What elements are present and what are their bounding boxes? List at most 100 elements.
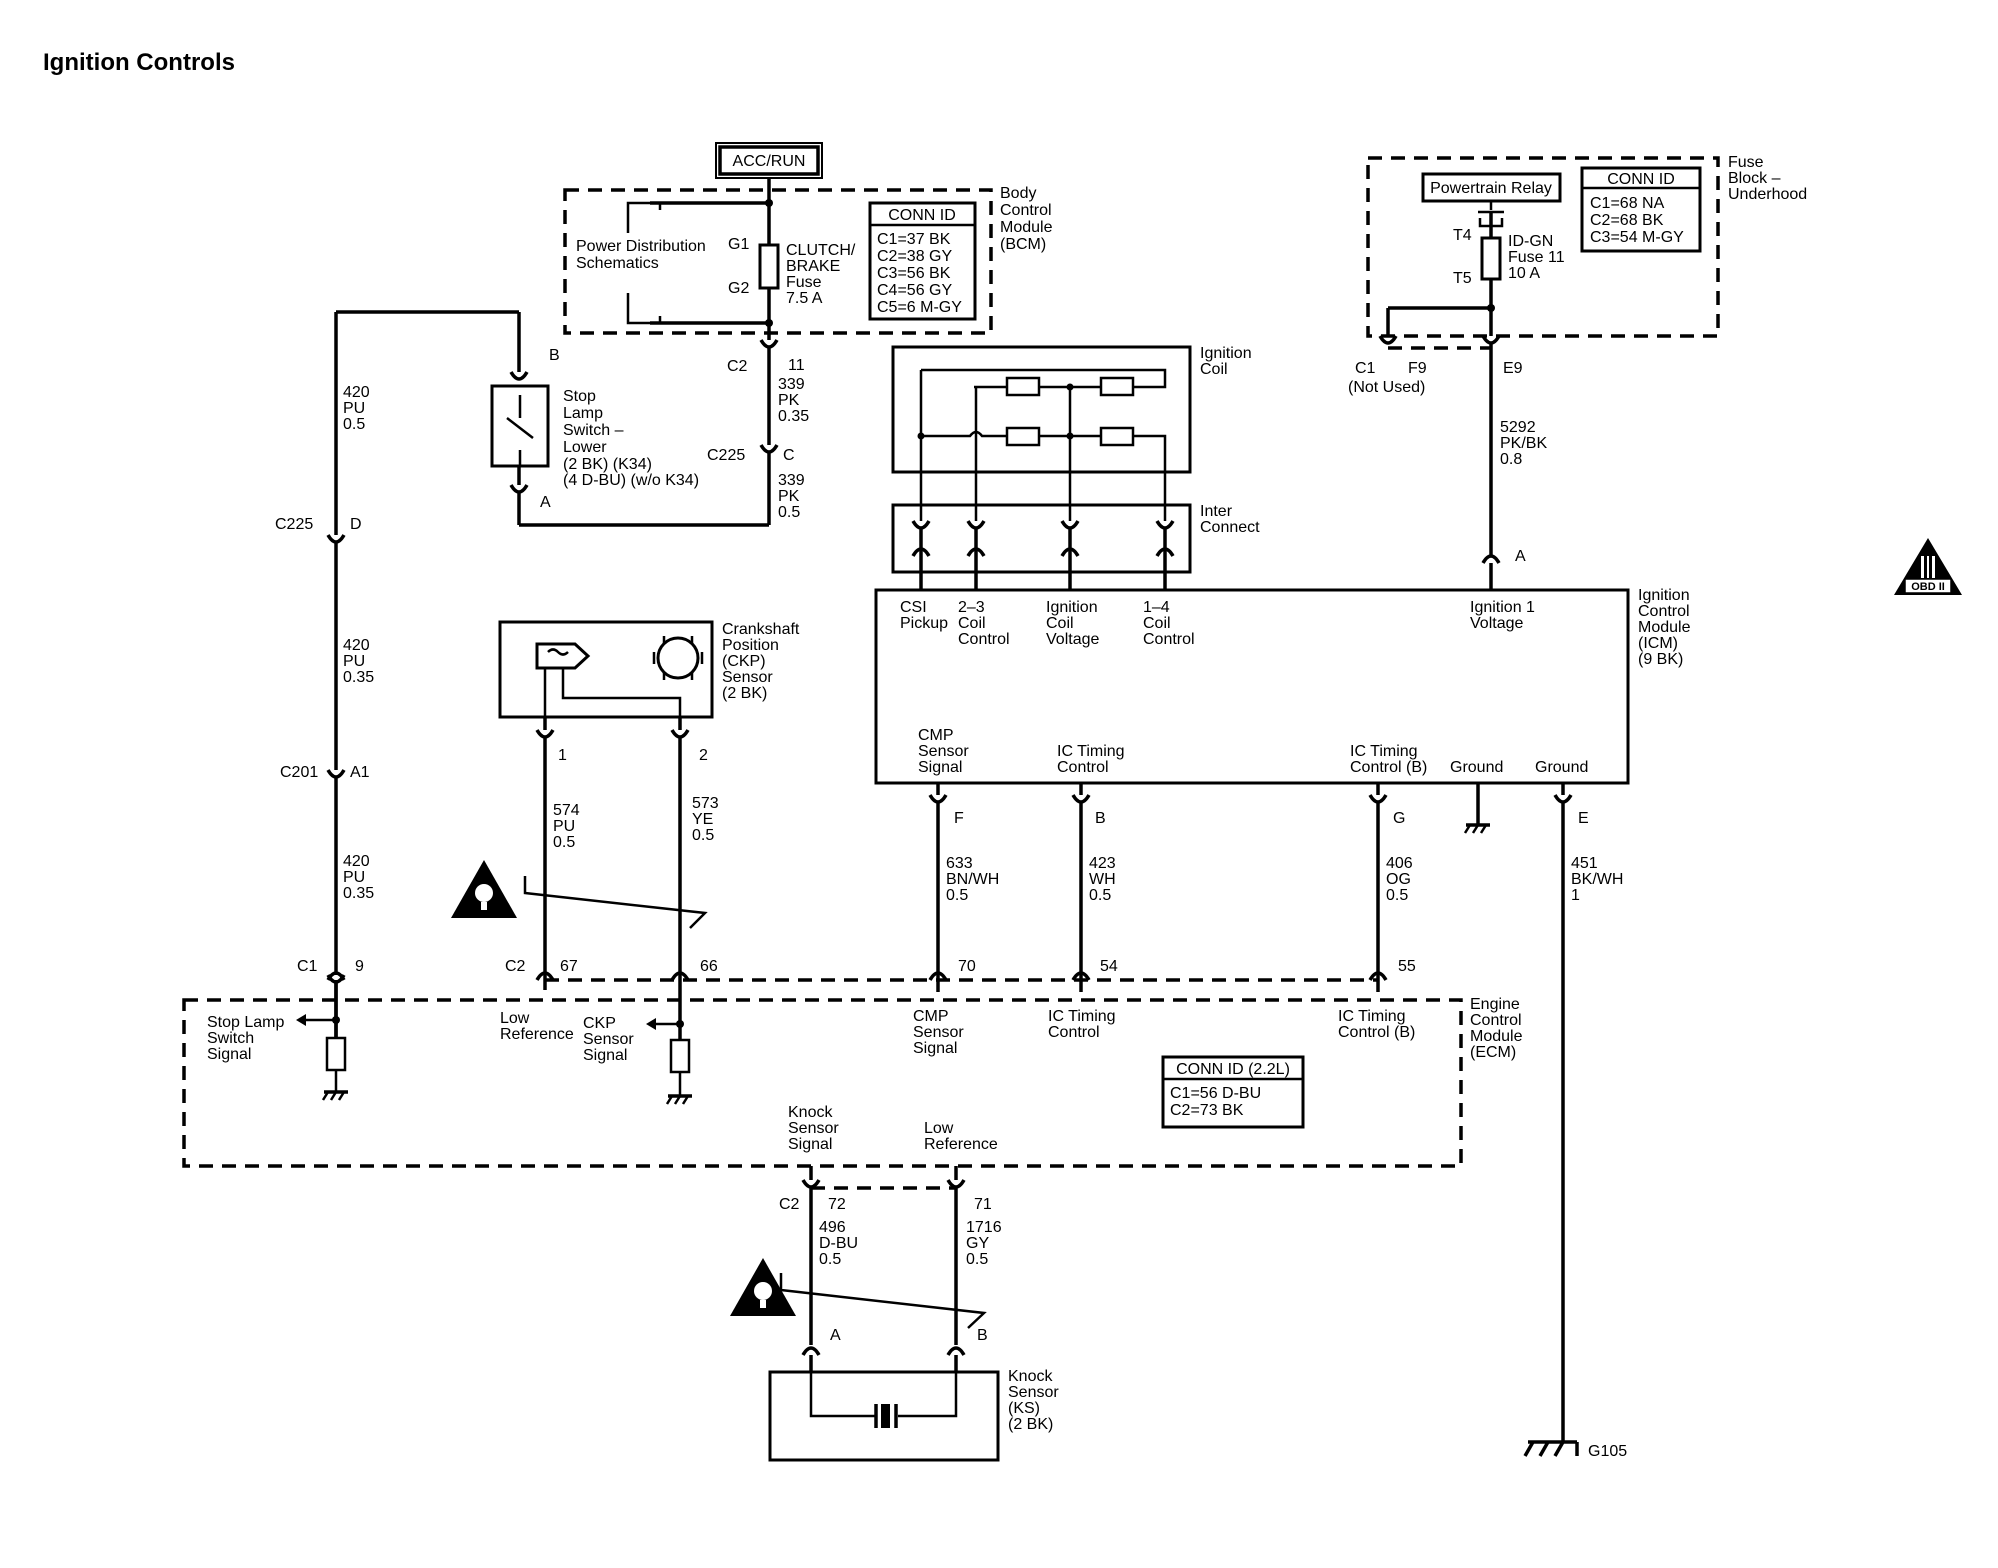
svg-text:Lamp: Lamp: [563, 405, 603, 422]
wire-420-pu: 420 PU 0.5 C225 D 420 PU 0.35 C201 A1 42…: [275, 312, 374, 1065]
svg-text:OBD II: OBD II: [1911, 581, 1945, 593]
svg-text:Ignition: Ignition: [1638, 587, 1690, 604]
svg-text:C5=6 M-GY: C5=6 M-GY: [877, 299, 962, 316]
svg-text:G2: G2: [728, 280, 749, 297]
svg-text:Coil: Coil: [958, 615, 986, 632]
svg-text:Control: Control: [1048, 1024, 1100, 1041]
svg-text:GY: GY: [966, 1235, 989, 1252]
svg-text:(CKP): (CKP): [722, 653, 766, 670]
svg-text:Switch: Switch: [207, 1030, 254, 1047]
svg-text:G105: G105: [1588, 1443, 1627, 1460]
svg-text:IC Timing: IC Timing: [1048, 1008, 1116, 1025]
svg-text:0.5: 0.5: [692, 827, 714, 844]
svg-text:573: 573: [692, 795, 719, 812]
svg-text:F9: F9: [1408, 360, 1427, 377]
svg-text:0.5: 0.5: [966, 1251, 988, 1268]
svg-text:C1: C1: [1355, 360, 1376, 377]
svg-text:Signal: Signal: [583, 1047, 627, 1064]
svg-text:633: 633: [946, 855, 973, 872]
svg-text:A: A: [1515, 548, 1526, 565]
svg-text:T4: T4: [1453, 227, 1472, 244]
svg-text:Pickup: Pickup: [900, 615, 948, 632]
svg-text:Ground: Ground: [1450, 759, 1503, 776]
obd-ii-icon: OBD II: [1894, 538, 1962, 595]
svg-text:A1: A1: [350, 764, 370, 781]
svg-text:Coil: Coil: [1046, 615, 1074, 632]
svg-text:Switch –: Switch –: [563, 422, 624, 439]
svg-text:PU: PU: [343, 400, 365, 417]
svg-text:D-BU: D-BU: [819, 1235, 858, 1252]
svg-text:Control: Control: [1057, 759, 1109, 776]
svg-text:5292: 5292: [1500, 419, 1536, 436]
svg-text:D: D: [350, 516, 362, 533]
svg-text:PK: PK: [778, 392, 800, 409]
svg-text:C2: C2: [727, 358, 748, 375]
svg-text:339: 339: [778, 472, 805, 489]
svg-text:PU: PU: [343, 869, 365, 886]
svg-text:PU: PU: [343, 653, 365, 670]
svg-text:B: B: [977, 1327, 988, 1344]
knock-sensor: C2 72 71 496 D-BU 0.5 1716 GY 0.5 A B Kn…: [768, 1166, 1059, 1462]
ground-g105: G105: [1523, 1440, 1627, 1460]
fuse-block-outputs: C1 (Not Used) F9 E9 5292 PK/BK 0.8: [1348, 335, 1547, 590]
svg-text:BK/WH: BK/WH: [1571, 871, 1623, 888]
svg-text:E: E: [1578, 810, 1589, 827]
svg-text:Powertrain Relay: Powertrain Relay: [1430, 180, 1552, 197]
svg-text:Lower: Lower: [563, 439, 607, 456]
inter-connect: Inter Connect: [891, 503, 1260, 590]
svg-text:Sensor: Sensor: [913, 1024, 964, 1041]
icm-output-wires: F B G E 633 BN/WH 0.5 423 WH 0.5 406 OG …: [928, 783, 1623, 1442]
svg-text:Ignition: Ignition: [1200, 345, 1252, 362]
svg-text:YE: YE: [692, 811, 713, 828]
svg-text:Power Distribution: Power Distribution: [576, 238, 706, 255]
svg-text:Reference: Reference: [924, 1136, 998, 1153]
svg-text:10 A: 10 A: [1508, 265, 1540, 282]
svg-text:C2: C2: [779, 1196, 800, 1213]
clutch-brake-fuse: [758, 243, 780, 290]
svg-text:Engine: Engine: [1470, 996, 1520, 1013]
svg-text:Coil: Coil: [1200, 361, 1228, 378]
fuse-block-underhood: Fuse Block – Underhood Powertrain Relay …: [1366, 154, 1807, 338]
svg-text:Stop: Stop: [563, 388, 596, 405]
svg-text:11: 11: [788, 357, 805, 374]
svg-text:Connect: Connect: [1200, 519, 1260, 536]
svg-text:451: 451: [1571, 855, 1598, 872]
svg-text:OG: OG: [1386, 871, 1411, 888]
ignition-control-module: Ignition Control Module (ICM) (9 BK) CSI…: [874, 548, 1691, 785]
svg-text:Sensor: Sensor: [788, 1120, 839, 1137]
svg-text:C2=73 BK: C2=73 BK: [1170, 1102, 1244, 1119]
svg-text:423: 423: [1089, 855, 1116, 872]
svg-text:0.35: 0.35: [778, 408, 809, 425]
svg-text:PU: PU: [553, 818, 575, 835]
svg-text:(ICM): (ICM): [1638, 635, 1678, 652]
acc-run-label: ACC/RUN: [715, 142, 823, 179]
svg-text:ID-GN: ID-GN: [1508, 233, 1553, 250]
svg-text:Stop Lamp: Stop Lamp: [207, 1014, 284, 1031]
svg-text:ACC/RUN: ACC/RUN: [733, 153, 806, 170]
svg-text:CMP: CMP: [913, 1008, 949, 1025]
svg-text:2: 2: [699, 747, 708, 764]
svg-text:(4 D-BU) (w/o K34): (4 D-BU) (w/o K34): [563, 472, 699, 489]
svg-text:Voltage: Voltage: [1470, 615, 1523, 632]
svg-text:(BCM): (BCM): [1000, 236, 1046, 253]
svg-text:1716: 1716: [966, 1219, 1002, 1236]
svg-text:IC Timing: IC Timing: [1338, 1008, 1406, 1025]
svg-text:Position: Position: [722, 637, 779, 654]
svg-text:PK/BK: PK/BK: [1500, 435, 1547, 452]
svg-text:Inter: Inter: [1200, 503, 1233, 520]
svg-text:BRAKE: BRAKE: [786, 258, 840, 275]
svg-text:Signal: Signal: [913, 1040, 957, 1057]
svg-text:Coil: Coil: [1143, 615, 1171, 632]
svg-text:(KS): (KS): [1008, 1400, 1040, 1417]
svg-text:Fuse: Fuse: [1728, 154, 1764, 171]
svg-text:1: 1: [558, 747, 567, 764]
wire-339-pk: C2 11 339 PK 0.35 C225 C 339 PK 0.5: [707, 333, 809, 525]
svg-text:G1: G1: [728, 236, 749, 253]
svg-text:CKP: CKP: [583, 1015, 616, 1032]
svg-text:A: A: [540, 494, 551, 511]
svg-text:BN/WH: BN/WH: [946, 871, 999, 888]
svg-text:1: 1: [1571, 887, 1580, 904]
svg-text:2–3: 2–3: [958, 599, 985, 616]
svg-text:Underhood: Underhood: [1728, 186, 1807, 203]
